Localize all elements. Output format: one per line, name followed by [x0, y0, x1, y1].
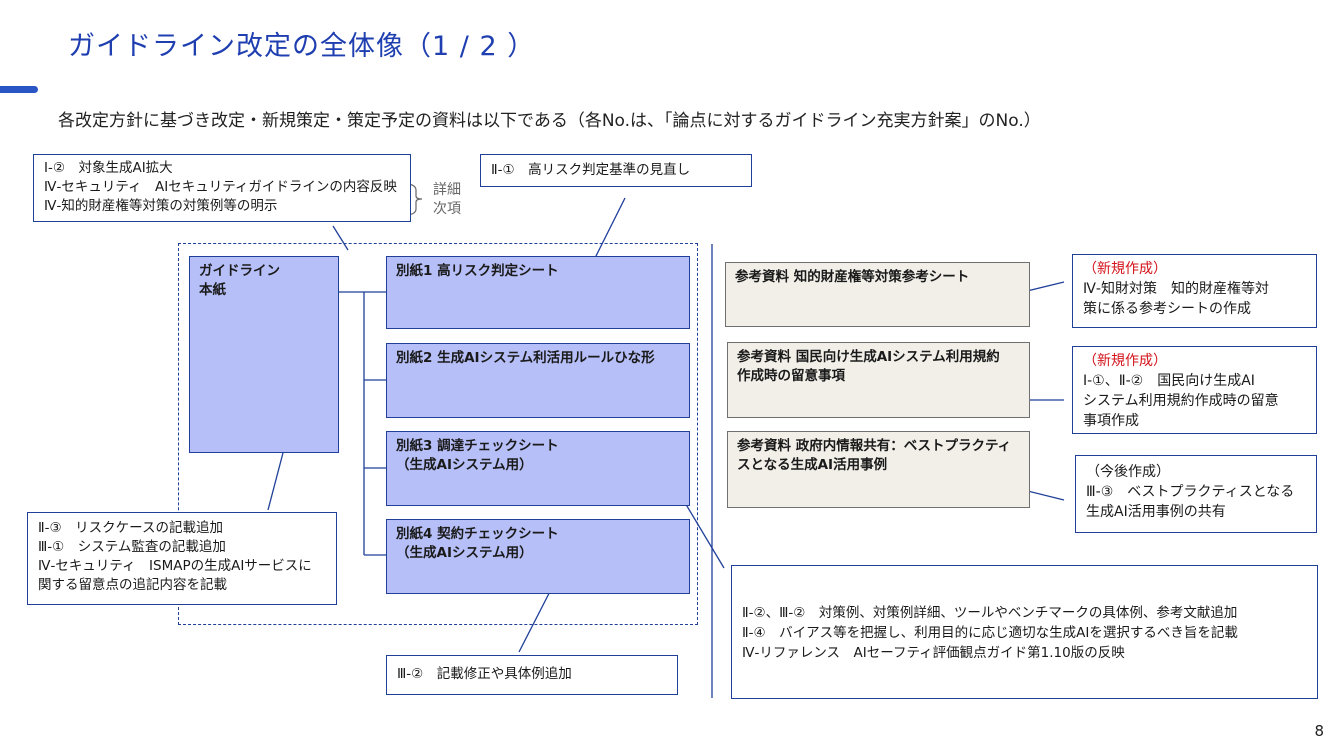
- callout-line: Ⅰ-② 対象生成AI拡大: [44, 160, 173, 176]
- callout-line: Ⅱ-④ バイアス等を把握し、利用目的に応じ適切な生成AIを選択するべき旨を記載: [742, 625, 1238, 641]
- page-title: ガイドライン改定の全体像（1 / 2 ）: [68, 31, 536, 62]
- page-number: 8: [1314, 722, 1324, 740]
- reference-3-box: 参考資料 政府内情報共有：ベストプラクティ スとなる生成AI活用事例: [727, 431, 1030, 508]
- callout-line: Ⅳ-セキュリティ AIセキュリティガイドラインの内容反映: [44, 179, 397, 195]
- page-subtitle: 各改定方針に基づき改定・新規策定・策定予定の資料は以下である（各No.は、「論点…: [58, 111, 1041, 131]
- attachment-3-box: 別紙3 調達チェックシート （生成AIシステム用）: [386, 431, 690, 506]
- accent-bar: [0, 86, 38, 93]
- callout-right-1: （新規作成） Ⅳ-知財対策 知的財産権等対 策に係る参考シートの作成: [1072, 254, 1317, 328]
- reference-1-box: 参考資料 知的財産権等対策参考シート: [725, 262, 1030, 327]
- callout-line: Ⅳ-リファレンス AIセーフティ評価観点ガイド第1.10版の反映: [742, 645, 1125, 661]
- attachment-1-box: 別紙1 高リスク判定シート: [386, 256, 690, 329]
- new-tag: （新規作成）: [1083, 353, 1167, 369]
- callout-line: 生成AI活用事例の共有: [1086, 504, 1226, 520]
- callout-right-3: （今後作成） Ⅲ-③ ベストプラクティスとなる 生成AI活用事例の共有: [1075, 455, 1317, 533]
- callout-line: Ⅳ-セキュリティ ISMAPの生成AIサービスに: [38, 558, 312, 574]
- main-guideline-box: ガイドライン 本紙: [189, 256, 339, 453]
- callout-bottom-right: Ⅱ-②、Ⅲ-② 対策例、対策例詳細、ツールやベンチマークの具体例、参考文献追加 …: [731, 565, 1318, 699]
- callout-line: Ⅱ-②、Ⅲ-② 対策例、対策例詳細、ツールやベンチマークの具体例、参考文献追加: [742, 605, 1238, 621]
- attachment-4-box: 別紙4 契約チェックシート （生成AIシステム用）: [386, 519, 690, 594]
- callout-line: システム利用規約作成時の留意: [1083, 393, 1279, 409]
- callout-line: 関する留意点の追記内容を記載: [38, 577, 227, 593]
- callout-line: 事項作成: [1083, 413, 1139, 429]
- status-tag: （今後作成）: [1086, 464, 1170, 480]
- callout-bottom-left: Ⅱ-③ リスクケースの記載追加 Ⅲ-① システム監査の記載追加 Ⅳ-セキュリティ…: [27, 512, 337, 605]
- callout-line: Ⅰ-①、Ⅱ-② 国民向け生成AI: [1083, 373, 1255, 389]
- detail-note: 詳細 次項: [433, 182, 461, 217]
- new-tag: （新規作成）: [1083, 261, 1167, 277]
- callout-line: Ⅲ-② 記載修正や具体例追加: [397, 666, 572, 682]
- callout-line: Ⅳ-知財対策 知的財産権等対: [1083, 281, 1269, 297]
- callout-top-left: Ⅰ-② 対象生成AI拡大 Ⅳ-セキュリティ AIセキュリティガイドラインの内容反…: [33, 154, 411, 222]
- callout-line: Ⅲ-③ ベストプラクティスとなる: [1086, 484, 1295, 500]
- callout-line: Ⅳ-知的財産権等対策の対策例等の明示: [44, 198, 278, 214]
- callout-line: Ⅱ-③ リスクケースの記載追加: [38, 520, 223, 536]
- callout-line: Ⅲ-① システム監査の記載追加: [38, 539, 226, 555]
- callout-top-mid: Ⅱ-① 高リスク判定基準の見直し: [480, 154, 752, 187]
- callout-line: Ⅱ-① 高リスク判定基準の見直し: [491, 162, 691, 178]
- pointer-top-left: [332, 225, 349, 251]
- callout-bottom-mid: Ⅲ-② 記載修正や具体例追加: [386, 655, 678, 695]
- detail-brace: [397, 182, 423, 217]
- reference-2-box: 参考資料 国民向け生成AIシステム利用規約 作成時の留意事項: [727, 342, 1030, 418]
- callout-right-2: （新規作成） Ⅰ-①、Ⅱ-② 国民向け生成AI システム利用規約作成時の留意 事…: [1072, 346, 1317, 434]
- callout-line: 策に係る参考シートの作成: [1083, 301, 1251, 317]
- guideline-group-frame: [178, 243, 698, 625]
- attachment-2-box: 別紙2 生成AIシステム利活用ルールひな形: [386, 343, 690, 418]
